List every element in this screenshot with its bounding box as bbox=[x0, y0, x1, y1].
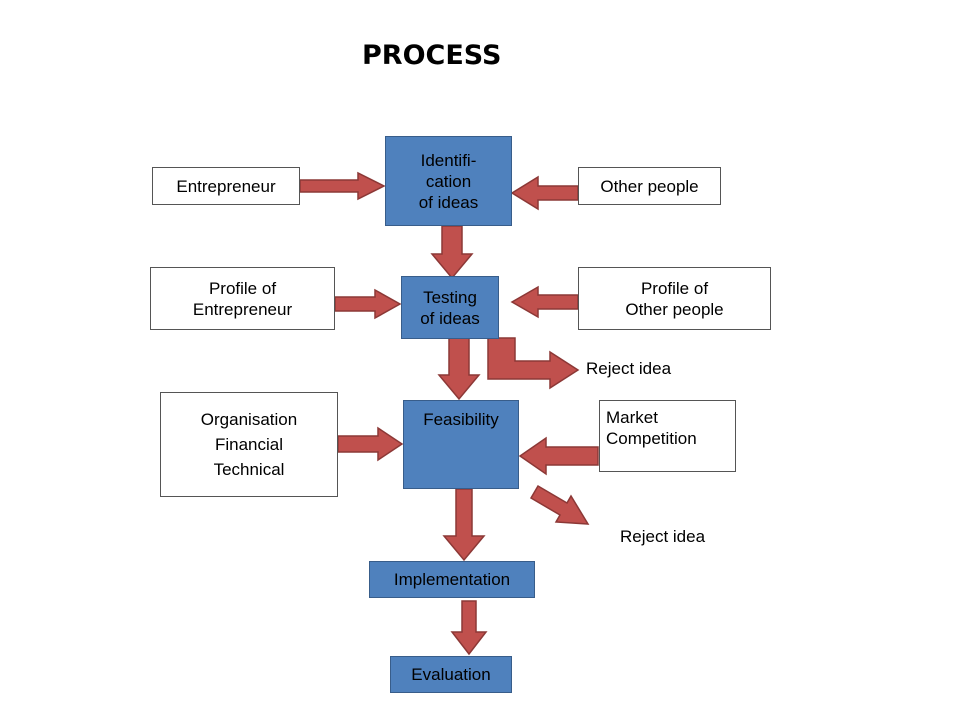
profile-entrepreneur-line-1: Profile of bbox=[208, 278, 277, 298]
market-line-1: Market bbox=[606, 408, 658, 427]
market-line-2: Competition bbox=[606, 429, 697, 448]
arrow-feasibility-to-implementation bbox=[442, 488, 486, 562]
testing-line-1: Testing bbox=[423, 287, 477, 307]
profile-other-line-1: Profile of bbox=[640, 278, 709, 298]
profile-entrepreneur-line-2: Entrepreneur bbox=[192, 299, 293, 319]
entrepreneur-box: Entrepreneur bbox=[152, 167, 300, 205]
page-title: PROCESS bbox=[362, 40, 502, 71]
reject-idea-label-2: Reject idea bbox=[620, 527, 706, 546]
profile-other-box: Profile of Other people bbox=[578, 267, 771, 330]
arrow-implementation-to-evaluation bbox=[450, 600, 488, 656]
entrepreneur-label: Entrepreneur bbox=[176, 176, 276, 196]
organisation-box: Organisation Financial Technical bbox=[160, 392, 338, 497]
testing-box: Testing of ideas bbox=[401, 276, 499, 339]
profile-other-line-2: Other people bbox=[625, 299, 724, 319]
market-box: Market Competition bbox=[599, 400, 736, 472]
organisation-line-2: Financial bbox=[214, 435, 284, 454]
organisation-line-3: Technical bbox=[213, 460, 285, 479]
identification-line-3: of ideas bbox=[418, 192, 479, 212]
arrow-other-people-to-identification bbox=[510, 175, 579, 211]
evaluation-label: Evaluation bbox=[411, 665, 491, 684]
identification-line-2: cation bbox=[425, 171, 472, 191]
identification-line-1: Identifi- bbox=[420, 150, 477, 170]
arrow-testing-to-reject bbox=[487, 337, 580, 390]
arrow-profile-entrepreneur-to-testing bbox=[334, 288, 402, 320]
feasibility-box: Feasibility bbox=[403, 400, 519, 489]
other-people-label: Other people bbox=[600, 176, 699, 196]
organisation-line-1: Organisation bbox=[200, 410, 298, 429]
other-people-box: Other people bbox=[578, 167, 721, 205]
reject-idea-label-1: Reject idea bbox=[586, 359, 672, 378]
implementation-label: Implementation bbox=[393, 570, 511, 589]
arrow-feasibility-to-reject bbox=[529, 484, 590, 525]
arrow-market-to-feasibility bbox=[518, 436, 599, 476]
evaluation-box: Evaluation bbox=[390, 656, 512, 693]
arrow-identification-to-testing bbox=[430, 225, 474, 280]
arrow-entrepreneur-to-identification bbox=[299, 171, 386, 201]
testing-line-2: of ideas bbox=[420, 308, 480, 328]
arrow-organisation-to-feasibility bbox=[337, 426, 404, 462]
feasibility-label: Feasibility bbox=[423, 410, 499, 429]
implementation-box: Implementation bbox=[369, 561, 535, 598]
arrow-profile-other-to-testing bbox=[510, 285, 579, 319]
identification-box: Identifi- cation of ideas bbox=[385, 136, 512, 226]
profile-entrepreneur-box: Profile of Entrepreneur bbox=[150, 267, 335, 330]
arrow-testing-to-feasibility bbox=[437, 337, 481, 401]
